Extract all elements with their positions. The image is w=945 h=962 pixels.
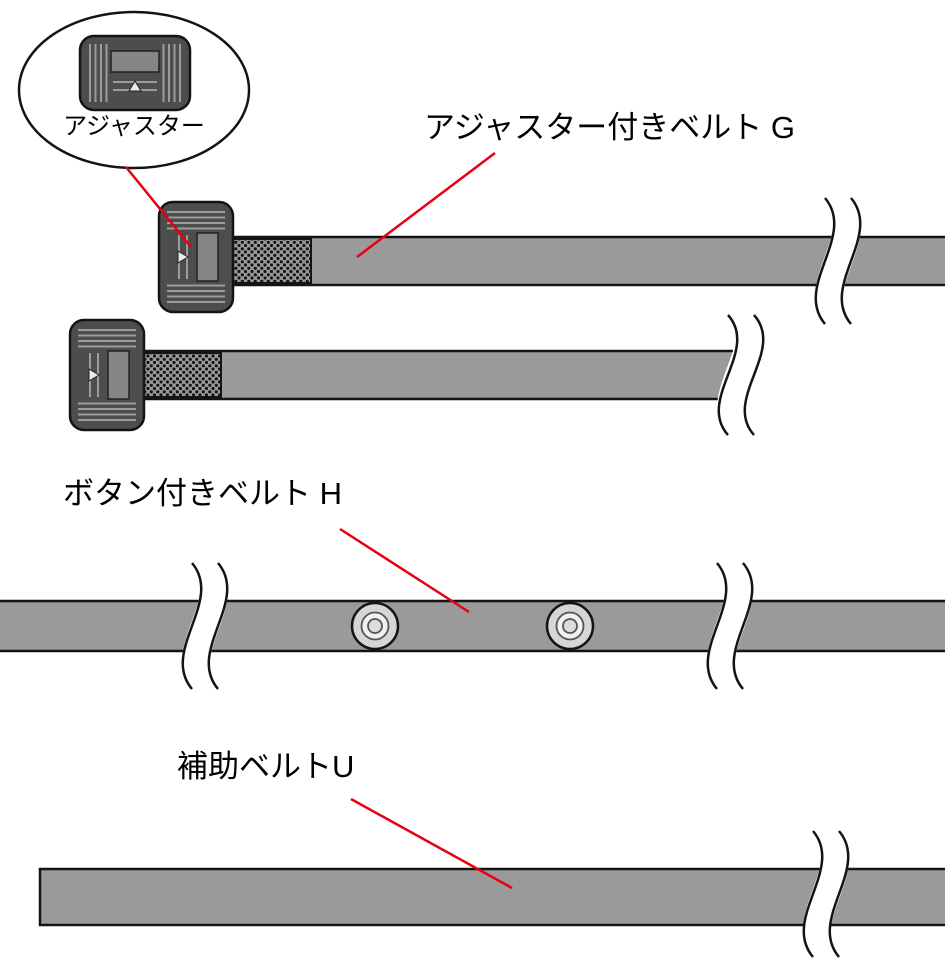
label-belt-u: 補助ベルトU [177,749,355,784]
snap-button [545,601,595,651]
leader-line-belt-h [339,527,470,614]
break-mark [706,553,754,699]
leader-line-belt-u [350,797,513,890]
textured-section [229,238,312,284]
snap-button [350,601,400,651]
label-belt-h: ボタン付きベルト H [63,476,342,511]
label-belt-g: アジャスター付きベルト G [424,110,795,145]
belt-strap [0,599,945,653]
adjuster-callout [17,10,251,170]
leader-line-belt-g [356,152,496,258]
leader-line-adjuster [125,166,192,248]
break-mark [814,188,862,334]
belt-h [0,553,945,699]
break-mark [802,821,850,962]
adjuster-zoom-icon [78,34,192,112]
belt-strap [133,349,777,401]
belt-u [38,821,945,962]
adjuster-buckle [157,200,235,314]
belt-g-row-1 [157,188,945,334]
callout-label: アジャスター [63,113,205,140]
belt-g-row-2 [68,297,805,453]
break-mark [716,297,805,453]
break-mark [181,553,229,699]
adjuster-buckle [68,318,146,432]
textured-section [139,352,222,398]
